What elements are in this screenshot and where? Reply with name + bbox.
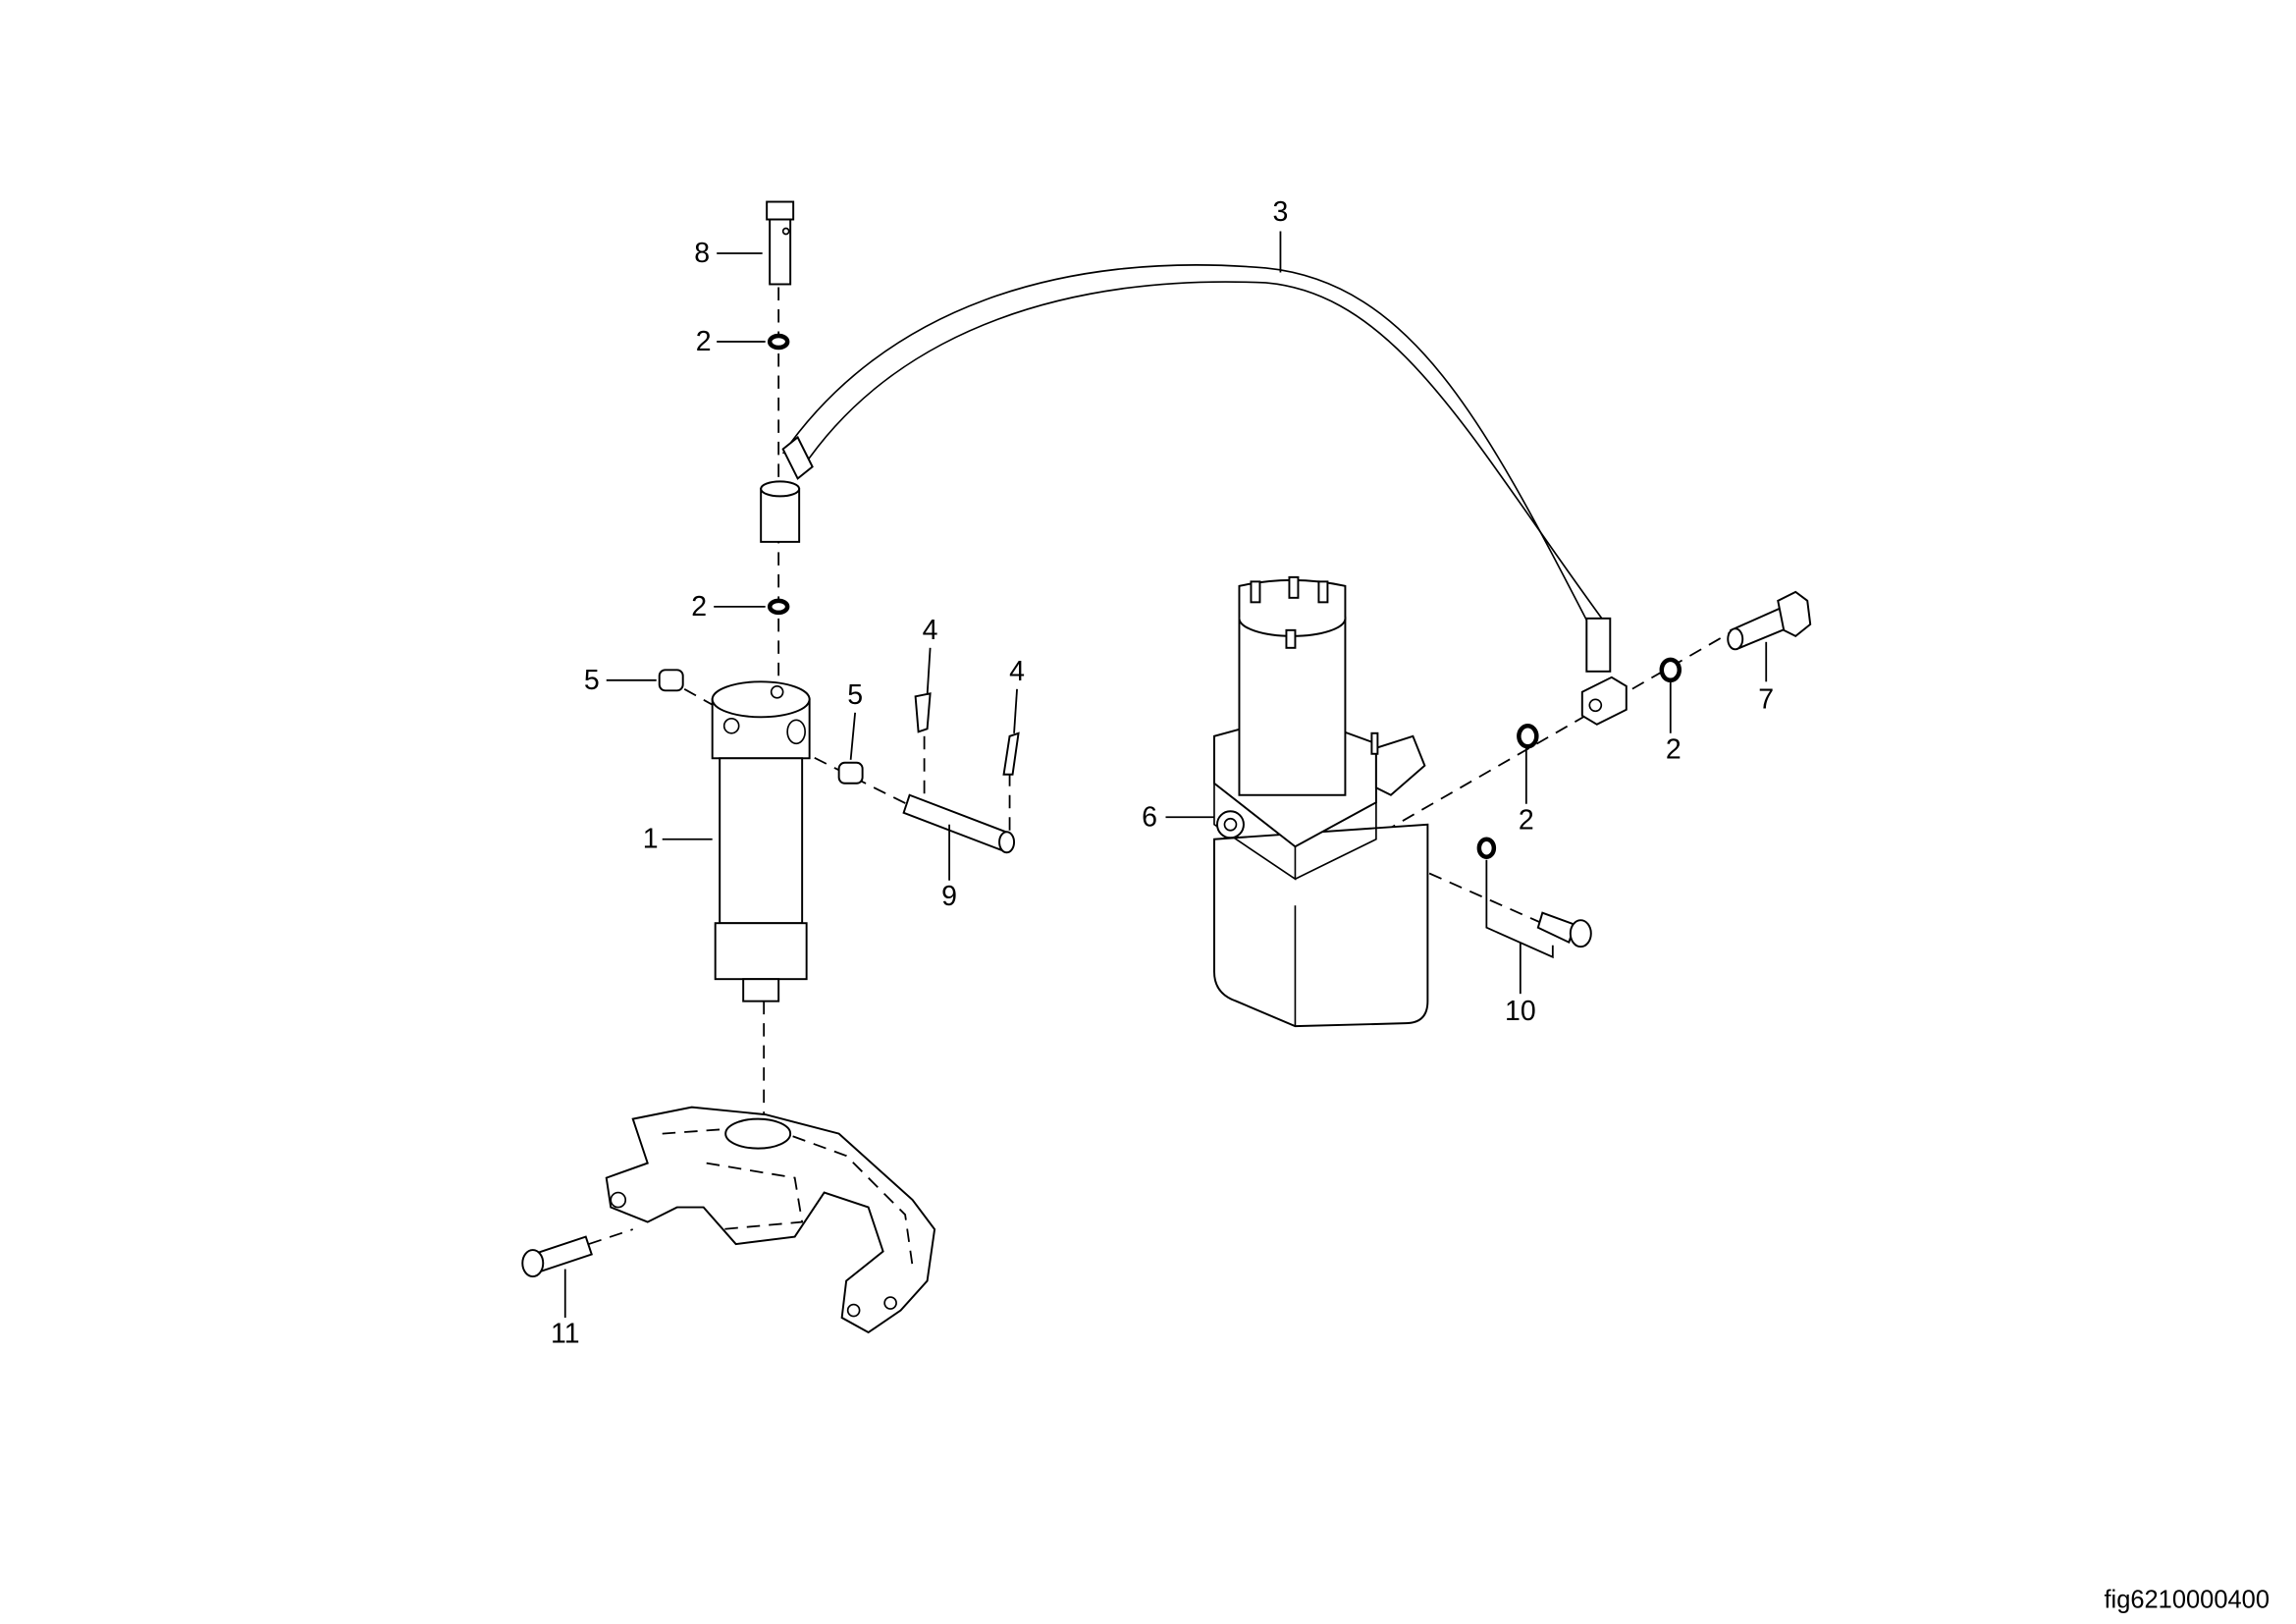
bushing-part-5-left [658, 669, 684, 692]
callout-8[interactable]: 8 [694, 238, 710, 269]
callout-5[interactable]: 5 [584, 665, 600, 696]
leader-5b [849, 712, 857, 760]
callout-2[interactable]: 2 [1666, 733, 1682, 765]
axis-screw-11 [588, 1228, 634, 1245]
banjo-bolt-part-7 [1727, 590, 1812, 651]
washer-part-10 [1476, 837, 1497, 859]
callout-1[interactable]: 1 [643, 824, 659, 855]
banjo-fitting [1580, 676, 1628, 726]
figure-id: fig6210000400 [2104, 1586, 2269, 1613]
steering-yoke-bracket [605, 1106, 936, 1334]
hose-fitting-sleeve [760, 480, 801, 543]
leader-4a [926, 647, 932, 695]
pin-part-9 [902, 793, 1016, 854]
washer-part-2-top [767, 333, 790, 351]
callout-11[interactable]: 11 [551, 1319, 580, 1350]
washer-part-2-mid [767, 598, 790, 616]
callout-6[interactable]: 6 [1142, 801, 1157, 833]
callout-10[interactable]: 10 [1505, 996, 1536, 1027]
callout-5[interactable]: 5 [847, 679, 863, 711]
power-unit-part-6 [1212, 575, 1429, 1028]
washer-part-2-motor [1517, 724, 1539, 749]
leader-4b [1013, 688, 1018, 733]
callout-9[interactable]: 9 [941, 881, 957, 912]
callout-4[interactable]: 4 [1009, 656, 1025, 687]
hose-part-3 [781, 264, 1612, 673]
cotter-pin-part-4-a [914, 692, 932, 733]
callout-7[interactable]: 7 [1758, 683, 1774, 715]
callout-3[interactable]: 3 [1273, 196, 1289, 228]
callout-4[interactable]: 4 [923, 615, 938, 646]
callout-2[interactable]: 2 [691, 591, 707, 623]
cotter-pin-part-4-b [1002, 731, 1020, 776]
bushing-part-5-right [837, 761, 864, 785]
bolt-part-8 [766, 200, 795, 286]
washer-part-2-banjo [1659, 657, 1682, 683]
screw-part-11 [521, 1235, 593, 1278]
callout-2[interactable]: 2 [1519, 804, 1534, 836]
callout-2[interactable]: 2 [696, 326, 712, 357]
cylinder-part-1 [711, 680, 811, 1002]
screw-part-10 [1536, 911, 1592, 948]
